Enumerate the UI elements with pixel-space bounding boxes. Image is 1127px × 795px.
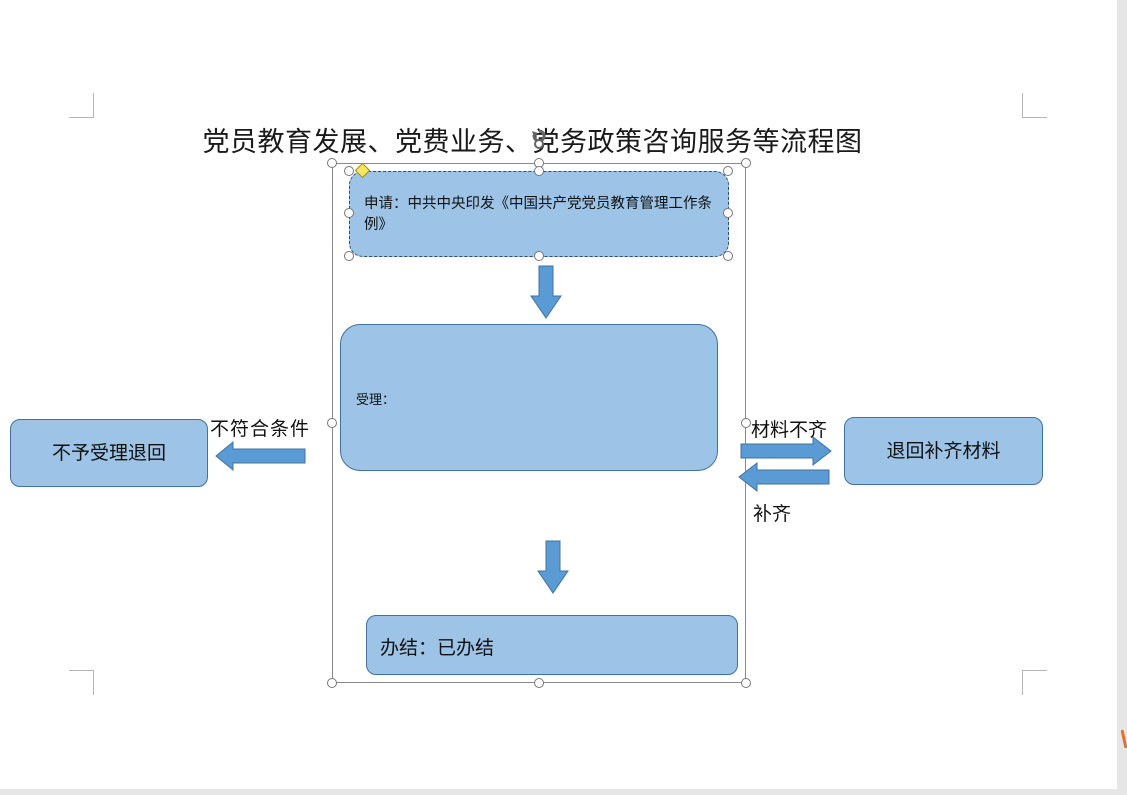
reject-condition-label: 不符合条件 [210, 418, 311, 440]
resize-handle[interactable] [741, 158, 751, 168]
missing-materials-label: 材料不齐 [751, 419, 828, 441]
supplement-return-text: 退回补齐材料 [886, 440, 1001, 462]
arrow-down-1 [530, 265, 562, 319]
page-right-margin [1117, 0, 1127, 795]
resize-handle[interactable] [741, 418, 751, 428]
shape-resize-handle[interactable] [723, 166, 733, 176]
resize-handle[interactable] [327, 158, 337, 168]
resize-handle[interactable] [327, 678, 337, 688]
corner-mark-top-right [1022, 93, 1047, 118]
application-step-text: 申请：中共中央印发《中国共产党党员教育管理工作条例》 [364, 196, 712, 233]
corner-mark-bottom-left [69, 670, 94, 695]
resize-handle[interactable] [327, 418, 337, 428]
reject-return-text: 不予受理退回 [51, 442, 166, 464]
flowchart-title: 党员教育发展、党费业务、党务政策咨询服务等流程图 [202, 127, 863, 158]
completion-step-text: 办结：已办结 [380, 637, 495, 659]
shape-resize-handle[interactable] [534, 166, 544, 176]
shape-resize-handle[interactable] [344, 251, 354, 261]
shape-resize-handle[interactable] [344, 166, 354, 176]
orange-marker-icon [1120, 729, 1127, 749]
reject-return-box[interactable]: 不予受理退回 [10, 419, 208, 487]
supplement-return-box[interactable]: 退回补齐材料 [844, 417, 1043, 485]
corner-mark-bottom-right [1022, 670, 1047, 695]
arrow-left-reject [215, 440, 306, 472]
completion-step-box[interactable]: 办结：已办结 [366, 615, 738, 675]
acceptance-step-box[interactable]: 受理： [340, 324, 718, 471]
shape-resize-handle[interactable] [344, 208, 354, 218]
rotate-handle-icon[interactable] [531, 128, 547, 150]
shape-resize-handle[interactable] [723, 208, 733, 218]
resize-handle[interactable] [741, 678, 751, 688]
page-bottom-margin [0, 789, 1117, 795]
resize-handle[interactable] [534, 678, 544, 688]
acceptance-step-text: 受理： [356, 393, 396, 408]
arrow-down-2 [537, 540, 569, 594]
resubmit-label: 补齐 [753, 503, 792, 525]
shape-resize-handle[interactable] [534, 251, 544, 261]
shape-resize-handle[interactable] [723, 251, 733, 261]
corner-mark-top-left [69, 93, 94, 118]
arrow-left-resubmit [738, 461, 830, 493]
arrow-right-missing [740, 435, 832, 467]
